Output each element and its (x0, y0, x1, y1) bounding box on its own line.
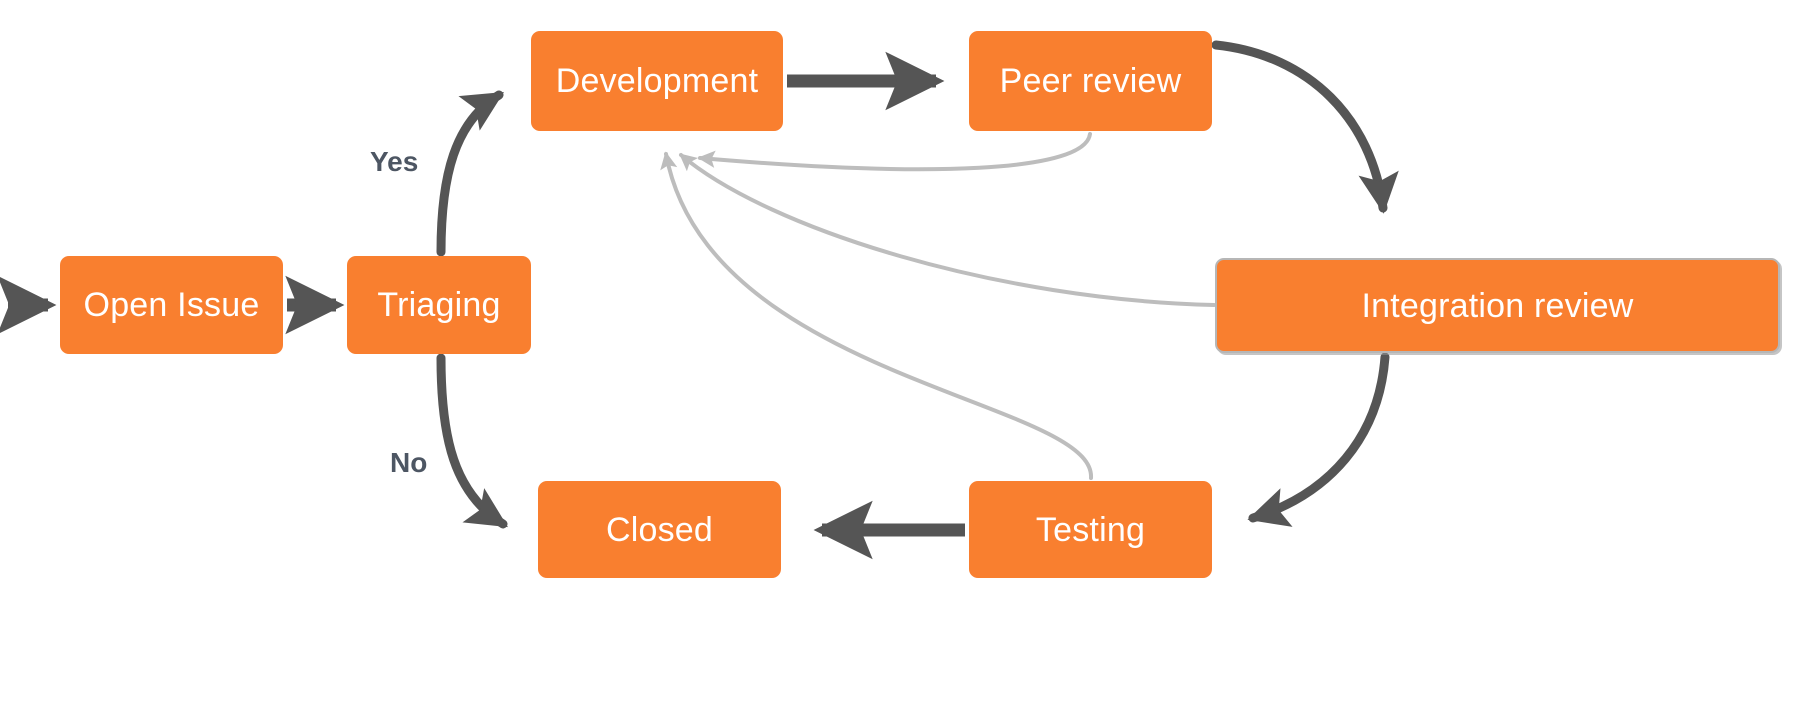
edge-peer-review-to-development-feedback (697, 132, 1092, 172)
node-closed-label: Closed (605, 510, 714, 549)
edge-peer-review-to-integration-review (1211, 40, 1399, 214)
node-testing-label: Testing (1035, 510, 1146, 549)
node-development[interactable]: Development (531, 31, 783, 131)
edge-triaging-to-development (436, 90, 504, 257)
node-triaging[interactable]: Triaging (347, 256, 531, 354)
edge-label-no: No (390, 447, 428, 478)
node-triaging-label: Triaging (377, 286, 501, 324)
node-closed[interactable]: Closed (538, 481, 781, 578)
node-integration-review-label: Integration review (1361, 286, 1634, 325)
node-peer-review[interactable]: Peer review (969, 31, 1212, 131)
node-integration-review[interactable]: Integration review (1215, 258, 1780, 353)
edge-testing-to-development-feedback (660, 151, 1094, 480)
node-testing[interactable]: Testing (969, 481, 1212, 578)
edge-integration-review-to-testing (1247, 352, 1390, 527)
node-open-issue[interactable]: Open Issue (60, 256, 283, 354)
edge-triaging-to-closed (436, 353, 508, 529)
edge-label-yes: Yes (370, 146, 419, 177)
node-peer-review-label: Peer review (999, 62, 1182, 100)
edge-integration-review-to-development-feedback (679, 153, 1216, 307)
node-development-label: Development (555, 62, 759, 100)
node-open-issue-label: Open Issue (83, 286, 260, 324)
